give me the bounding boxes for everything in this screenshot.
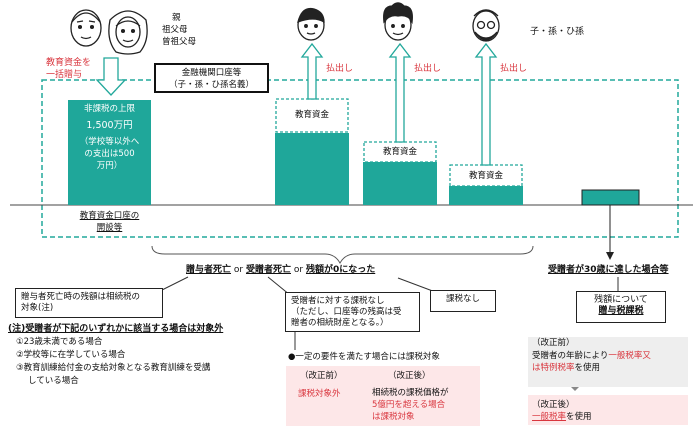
event-balance-zero: 残額が0になった <box>305 265 376 275</box>
tax-free-amount: 1,500万円 <box>86 120 133 131</box>
recipient-line-3: 贈者の相続財産となる。） <box>291 318 389 328</box>
no-tax-box: 課税なし <box>430 290 496 312</box>
grandfather-icon <box>70 9 102 47</box>
recipient-label: 子・孫・ひ孫 <box>530 27 585 37</box>
great-grandchild-icon <box>472 9 500 42</box>
tax-free-note-3: 万円） <box>96 161 123 171</box>
tax-free-note-1: （学校等以外へ <box>79 137 140 147</box>
gift-tax-line-1: 残額について <box>594 295 648 305</box>
event-or-1: or <box>233 265 244 275</box>
age30-before-1b: 一般税率又 <box>608 351 651 361</box>
grandchild-icon <box>383 2 413 41</box>
withdraw-label-3: 払出し <box>500 64 528 74</box>
condition-before-text: 課税対象外 <box>298 389 341 399</box>
age30-after-text: 一般税率を使用 <box>532 412 592 423</box>
gift-tax-box: 残額について 贈与税課税 <box>576 291 666 323</box>
events-line: 贈与者死亡 or 受贈者死亡 or 残額が0になった <box>186 265 375 276</box>
age30-before-1a: 受贈者の年齢により <box>532 351 609 361</box>
lump-sum-arrow <box>95 57 127 96</box>
tax-free-bar <box>68 100 151 205</box>
note-item-3: ③教育訓練給付金の支給対象となる教育訓練を受講 <box>16 363 211 373</box>
age30-after-label: （改正後） <box>532 400 575 410</box>
lump-sum-line-2: 一括贈与 <box>46 70 83 80</box>
withdraw-arrow-3 <box>474 42 498 166</box>
donor-death-box: 贈与者死亡時の残額は相続税の 対象(注) <box>15 288 163 318</box>
fund-label-1: 教育資金 <box>294 110 329 120</box>
age30-header: 受贈者が30歳に達した場合等 <box>548 265 669 275</box>
condition-after-label: （改正後） <box>388 371 431 381</box>
account-open-label: 教育資金口座の 開設等 <box>68 210 151 234</box>
donor-label: 親 祖父母 曾祖父母 <box>162 12 196 48</box>
age30-before-2a: は特例税率 <box>532 363 575 373</box>
note-title: (注)受贈者が下記のいずれかに該当する場合は対象外 <box>8 324 224 334</box>
note-item-4: している場合 <box>28 376 79 386</box>
note-item-2: ②学校等に在学している場合 <box>16 350 126 360</box>
event-donor-death: 贈与者死亡 <box>186 265 232 275</box>
lump-sum-line-1: 教育資金を <box>46 58 92 68</box>
child-icon <box>297 7 325 41</box>
withdraw-label-1: 払出し <box>326 64 354 74</box>
age30-after-panel <box>528 395 688 425</box>
withdraw-arrow-1 <box>300 42 324 100</box>
withdraw-label-2: 払出し <box>414 64 442 74</box>
age30-before-label: （改正前） <box>532 338 575 348</box>
brace <box>151 245 534 265</box>
note-item-1: ①23歳未満である場合 <box>16 337 103 347</box>
fund-bar-1 <box>275 133 349 205</box>
fund-label-3: 教育資金 <box>468 171 503 181</box>
age30-after-b: を使用 <box>566 412 592 422</box>
donor-death-line-2: 対象(注) <box>21 303 54 313</box>
tax-free-note-2: の支出は500 <box>84 149 135 159</box>
fund-label-2: 教育資金 <box>382 147 417 157</box>
withdraw-arrow-2 <box>388 42 412 143</box>
condition-header: ●一定の要件を満たす場合には課税対象 <box>288 352 440 362</box>
recipient-line-2: （ただし、口座等の残高は受 <box>291 307 402 317</box>
account-frame <box>41 79 679 238</box>
recipient-box: 受贈者に対する課税なし （ただし、口座等の残高は受 贈者の相続財産となる。） <box>285 292 420 332</box>
event-or-2: or <box>293 265 304 275</box>
condition-after-line-1: 相続税の課税価格が <box>372 388 449 398</box>
account-open-line-2: 開設等 <box>96 223 123 233</box>
lump-sum-label: 教育資金を 一括贈与 <box>46 57 91 81</box>
grandmother-icon <box>108 10 148 55</box>
age30-after-a: 一般税率 <box>532 412 567 422</box>
account-open-line-1: 教育資金口座の <box>79 211 140 221</box>
fund-bar-3 <box>449 186 523 205</box>
recipient-line-1: 受贈者に対する課税なし <box>291 296 385 306</box>
fund-bar-2 <box>363 162 437 205</box>
bank-account-line-1: 金融機関口座等 <box>181 68 242 78</box>
fund-bar-4 <box>581 189 640 206</box>
donor-death-line-1: 贈与者死亡時の残額は相続税の <box>21 292 141 302</box>
condition-panel <box>286 366 480 426</box>
condition-after-line-2: 5億円を超える場合 <box>372 400 446 410</box>
tax-free-text: 非課税の上限 1,500万円 （学校等以外へ の支出は500 万円） <box>68 103 151 172</box>
condition-after-line-3: は課税対象 <box>372 412 415 422</box>
age30-before-text-1: 受贈者の年齢により一般税率又 <box>532 351 651 362</box>
donor-great-grandparent: 曾祖父母 <box>162 37 197 47</box>
gift-tax-line-2: 贈与税課税 <box>598 306 644 316</box>
condition-before-label: （改正前） <box>300 371 343 381</box>
age30-before-panel <box>528 337 688 387</box>
bank-account-line-2: （子・孫・ひ孫名義） <box>168 80 254 90</box>
event-recipient-death: 受贈者死亡 <box>245 265 291 275</box>
donor-parent: 親 <box>172 13 181 23</box>
donor-grandparent: 祖父母 <box>162 25 188 35</box>
bank-account-box: 金融機関口座等 （子・孫・ひ孫名義） <box>154 63 269 93</box>
tax-free-title: 非課税の上限 <box>83 104 135 114</box>
age30-before-text-2: は特例税率を使用 <box>532 363 600 374</box>
age30-before-2b: を使用 <box>574 363 601 373</box>
